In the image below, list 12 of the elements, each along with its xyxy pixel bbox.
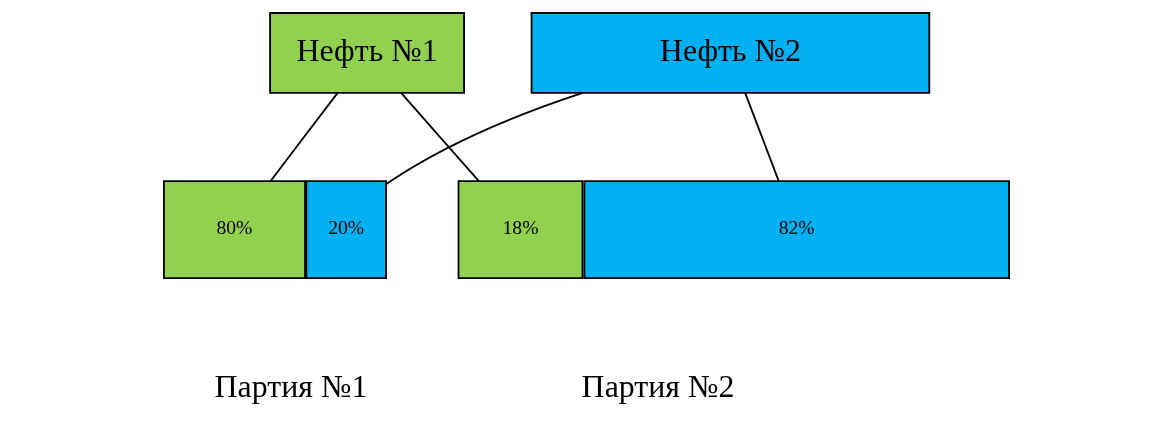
connector <box>400 91 480 183</box>
node-box: 80% <box>163 180 306 280</box>
label: Партия №2 <box>581 369 735 404</box>
connector <box>385 91 584 185</box>
node-box: 20% <box>305 180 388 280</box>
label: Партия №1 <box>214 369 368 404</box>
connector <box>744 91 780 183</box>
node-box: 18% <box>457 180 584 280</box>
node-box: Нефть №1 <box>269 12 465 94</box>
node-box: 82% <box>583 180 1010 280</box>
node-box: Нефть №2 <box>530 12 931 94</box>
connector <box>269 91 339 183</box>
